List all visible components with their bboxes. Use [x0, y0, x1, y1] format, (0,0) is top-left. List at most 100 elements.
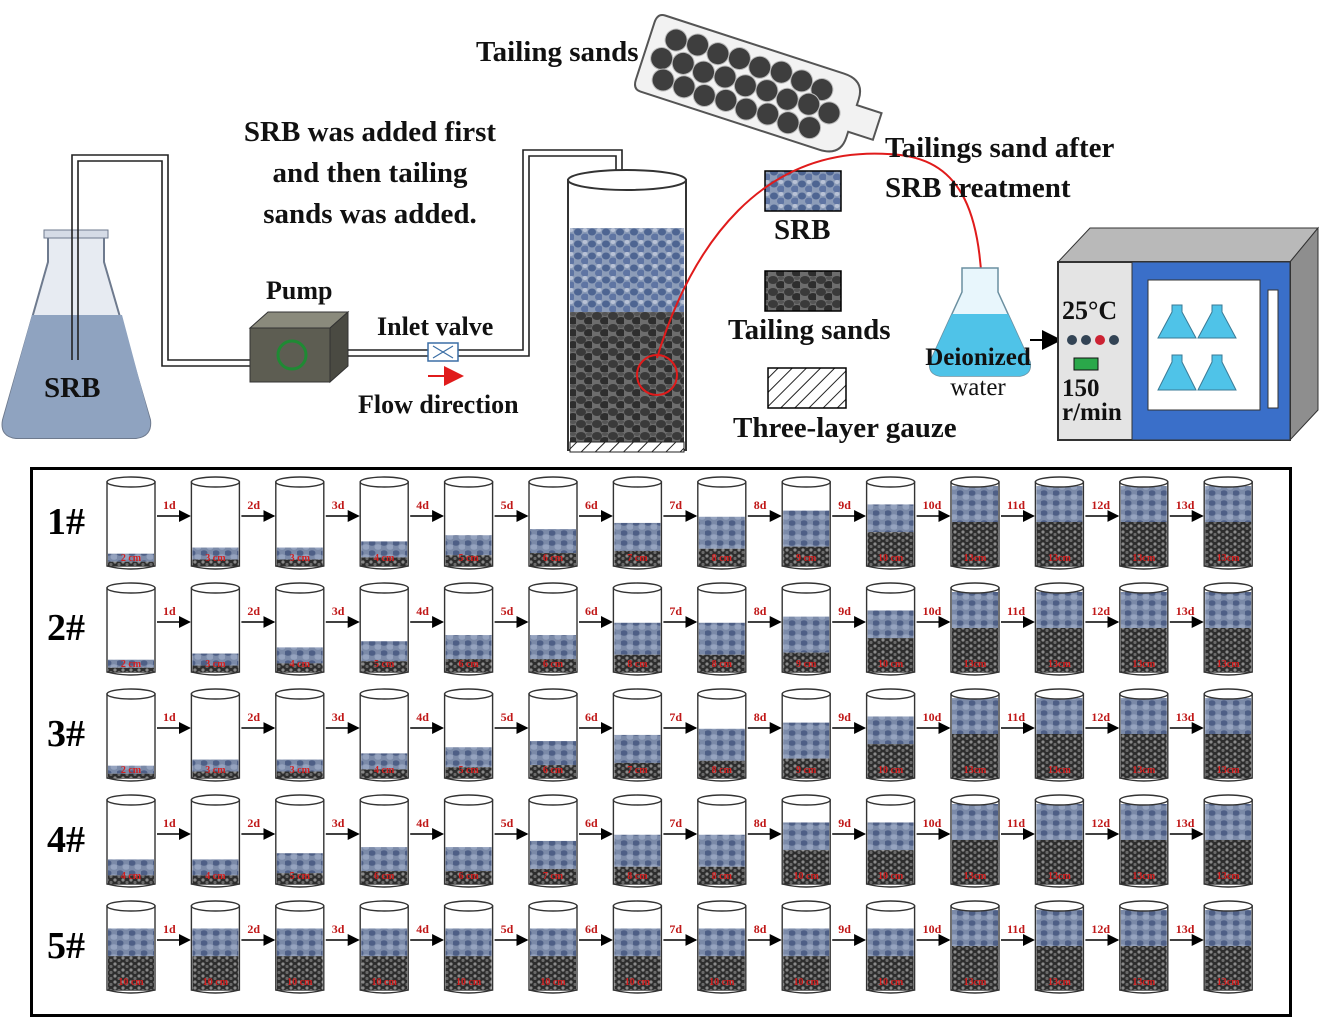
- cylinder: [1034, 476, 1085, 570]
- row-label-1: 1#: [47, 501, 85, 543]
- legend-gauze-swatch: [767, 367, 847, 409]
- cylinder-height-label: 3 cm: [290, 765, 311, 776]
- cylinder-height-label: 4 cm: [290, 659, 311, 670]
- day-label: 4d: [416, 922, 429, 936]
- day-label: 5d: [501, 710, 514, 724]
- deionized-label: Deionized water: [910, 343, 1046, 403]
- cylinder: [612, 688, 663, 782]
- cylinder: [528, 794, 578, 888]
- tailing-sands-bottle-label: Tailing sands: [476, 36, 639, 68]
- day-label: 13d: [1176, 498, 1195, 512]
- day-label: 13d: [1176, 604, 1195, 618]
- row-label-5: 5#: [47, 925, 85, 967]
- cylinder-height-label: 2 cm: [121, 553, 142, 564]
- cylinder: [359, 900, 409, 994]
- cylinder-height-label: 7 cm: [627, 553, 648, 564]
- day-label: 6d: [585, 922, 598, 936]
- cylinder-height-label: 10 cm: [203, 977, 229, 988]
- day-label: 8d: [754, 604, 767, 618]
- cylinder: [528, 582, 578, 676]
- cylinder: [190, 476, 241, 570]
- cylinder: [443, 582, 494, 676]
- cylinder: [1034, 900, 1085, 994]
- day-label: 4d: [416, 816, 429, 830]
- cylinder-height-label: 9 cm: [796, 553, 817, 564]
- cylinder-height-label: 4 cm: [205, 871, 226, 882]
- day-label: 4d: [416, 498, 429, 512]
- flow-direction-label: Flow direction: [358, 390, 519, 419]
- cylinder-height-label: 10 cm: [878, 977, 904, 988]
- srb-note-line3: sands was added.: [263, 198, 477, 230]
- cylinder: [359, 688, 409, 782]
- cylinder: [275, 476, 325, 570]
- deionized-line1: Deionized: [925, 344, 1031, 371]
- day-label: 13d: [1176, 816, 1195, 830]
- inlet-valve-label: Inlet valve: [377, 312, 494, 341]
- cylinder-height-label: 6 cm: [458, 871, 479, 882]
- day-label: 11d: [1007, 604, 1025, 618]
- inlet-valve-icon: [427, 342, 459, 362]
- cylinder-height-label: 10 cm: [540, 977, 566, 988]
- deionized-line2: water: [950, 374, 1006, 401]
- cylinder: [275, 900, 325, 994]
- cylinder: [106, 794, 156, 888]
- day-label: 9d: [838, 604, 851, 618]
- transfer-arrow: [656, 152, 993, 359]
- day-label: 11d: [1007, 922, 1025, 936]
- cylinder: [106, 476, 156, 570]
- day-label: 2d: [247, 498, 260, 512]
- cylinder: [190, 900, 241, 994]
- cylinder-height-label: 2 cm: [121, 659, 142, 670]
- cylinder: [1203, 582, 1253, 676]
- cylinder-height-label: 13cm: [1132, 553, 1155, 564]
- cylinder: [275, 582, 325, 676]
- cylinder-height-label: 8 cm: [627, 871, 648, 882]
- day-label: 4d: [416, 710, 429, 724]
- cylinder: [1119, 476, 1169, 570]
- day-label: 11d: [1007, 816, 1025, 830]
- day-label: 7d: [669, 498, 682, 512]
- srb-note-line1: SRB was added first: [243, 116, 497, 148]
- cylinder: [1034, 582, 1085, 676]
- cylinder: [781, 476, 831, 570]
- cylinder: [443, 476, 494, 570]
- cylinder-height-label: 9 cm: [796, 765, 817, 776]
- day-label: 9d: [838, 922, 851, 936]
- day-label: 7d: [669, 710, 682, 724]
- day-label: 5d: [501, 498, 514, 512]
- cylinder-height-label: 13cm: [964, 765, 987, 776]
- day-label: 2d: [247, 710, 260, 724]
- cylinder-height-label: 10 cm: [878, 553, 904, 564]
- cylinder: [612, 476, 663, 570]
- cylinder-height-label: 5 cm: [458, 765, 479, 776]
- day-label: 13d: [1176, 922, 1195, 936]
- cylinder: [1203, 688, 1253, 782]
- day-label: 10d: [923, 710, 942, 724]
- cylinder-height-label: 10 cm: [878, 765, 904, 776]
- day-label: 8d: [754, 710, 767, 724]
- day-label: 4d: [416, 604, 429, 618]
- cylinder: [106, 688, 156, 782]
- day-label: 3d: [332, 604, 345, 618]
- cylinder: [612, 794, 663, 888]
- cylinder: [190, 688, 241, 782]
- cylinder: [865, 582, 916, 676]
- cylinder-height-label: 5 cm: [290, 871, 311, 882]
- cylinder: [697, 794, 747, 888]
- day-label: 8d: [754, 498, 767, 512]
- cylinder-height-label: 3 cm: [290, 553, 311, 564]
- cylinder-height-label: 4 cm: [374, 553, 395, 564]
- cylinder: [865, 476, 916, 570]
- after-treatment-line2: SRB treatment: [885, 172, 1071, 204]
- cylinder-height-label: 4 cm: [374, 765, 395, 776]
- day-label: 1d: [163, 816, 176, 830]
- day-label: 6d: [585, 816, 598, 830]
- cylinder-height-label: 6 cm: [543, 553, 564, 564]
- cylinder-height-label: 6 cm: [543, 659, 564, 670]
- cylinder: [528, 900, 578, 994]
- day-label: 5d: [501, 816, 514, 830]
- cylinder-height-label: 5 cm: [458, 553, 479, 564]
- cylinder: [359, 582, 409, 676]
- cylinder-height-label: 9 cm: [796, 659, 817, 670]
- cylinder: [1034, 688, 1085, 782]
